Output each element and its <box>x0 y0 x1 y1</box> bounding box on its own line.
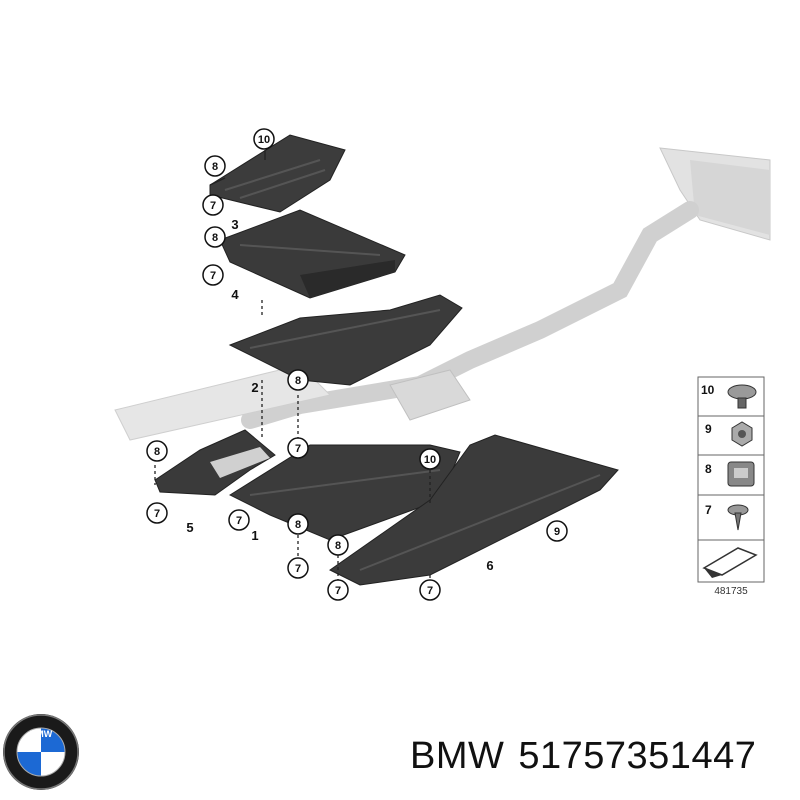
hex-nut-icon <box>731 421 753 447</box>
arrow-icon <box>702 547 758 578</box>
part-label-2: 2 <box>251 380 258 395</box>
callout-8-panel6: 8 <box>327 534 349 556</box>
svg-text:7: 7 <box>154 508 160 520</box>
clip-nut-icon <box>727 384 757 409</box>
part-label-3: 3 <box>231 217 238 232</box>
callout-10-panel6: 10 <box>419 448 441 470</box>
part-number: 51757351447 <box>518 735 757 777</box>
svg-text:10: 10 <box>258 134 270 146</box>
svg-text:7: 7 <box>210 270 216 282</box>
panel-5 <box>154 429 276 496</box>
callout-7-panel1: 7 <box>228 509 250 531</box>
callout-9-panel6: 9 <box>546 520 568 542</box>
part-label-4: 4 <box>231 287 239 302</box>
svg-text:8: 8 <box>295 375 301 387</box>
svg-text:10: 10 <box>424 454 436 466</box>
callout-7-panel6-right: 7 <box>419 579 441 601</box>
svg-text:7: 7 <box>210 200 216 212</box>
leader-lines <box>154 150 431 580</box>
panel-4 <box>219 209 406 299</box>
callout-8-panel1: 8 <box>287 513 309 535</box>
legend-label-9: 9 <box>705 422 712 436</box>
panel-2 <box>228 294 463 386</box>
part-label-1: 1 <box>251 528 258 543</box>
callout-8-panel5: 8 <box>146 440 168 462</box>
callout-7-panel2: 7 <box>287 437 309 459</box>
legend-code: 481735 <box>714 586 748 597</box>
svg-text:7: 7 <box>295 563 301 575</box>
screw-icon <box>727 504 749 531</box>
callout-7-panel5: 7 <box>146 502 168 524</box>
footer-part-info: BMW 51757351447 <box>410 735 770 778</box>
svg-text:8: 8 <box>212 161 218 173</box>
part-label-5: 5 <box>186 520 193 535</box>
svg-text:7: 7 <box>427 585 433 597</box>
callout-7-panel6-left: 7 <box>327 579 349 601</box>
spring-clip-icon <box>727 461 755 487</box>
callout-8-panel4: 8 <box>204 226 226 248</box>
svg-text:8: 8 <box>335 540 341 552</box>
panel-3 <box>209 134 346 213</box>
svg-text:BMW: BMW <box>30 729 53 739</box>
fastener-legend: 10 9 8 7 481735 <box>697 376 765 597</box>
svg-text:9: 9 <box>554 526 560 538</box>
callout-8-panel2: 8 <box>287 369 309 391</box>
svg-text:7: 7 <box>236 515 242 527</box>
legend-label-8: 8 <box>705 462 712 476</box>
callouts: 10 8 7 8 7 8 7 8 7 7 8 7 10 8 7 7 9 <box>146 128 568 601</box>
svg-text:7: 7 <box>335 585 341 597</box>
panel-6 <box>329 434 619 586</box>
bmw-logo-icon: BMW <box>3 714 79 790</box>
brand-name: BMW <box>410 735 505 777</box>
legend-label-7: 7 <box>705 503 712 517</box>
callout-7-panel1-bottom: 7 <box>287 557 309 579</box>
callout-7-panel4: 7 <box>202 264 224 286</box>
svg-text:8: 8 <box>212 232 218 244</box>
callout-10-top: 10 <box>253 128 275 150</box>
svg-text:8: 8 <box>154 446 160 458</box>
svg-text:8: 8 <box>295 519 301 531</box>
callout-8-panel3: 8 <box>204 155 226 177</box>
part-label-6: 6 <box>486 558 493 573</box>
legend-label-10: 10 <box>701 383 715 397</box>
svg-text:7: 7 <box>295 443 301 455</box>
callout-7-panel3: 7 <box>202 194 224 216</box>
part-labels: 3 4 2 5 1 6 <box>186 217 493 573</box>
